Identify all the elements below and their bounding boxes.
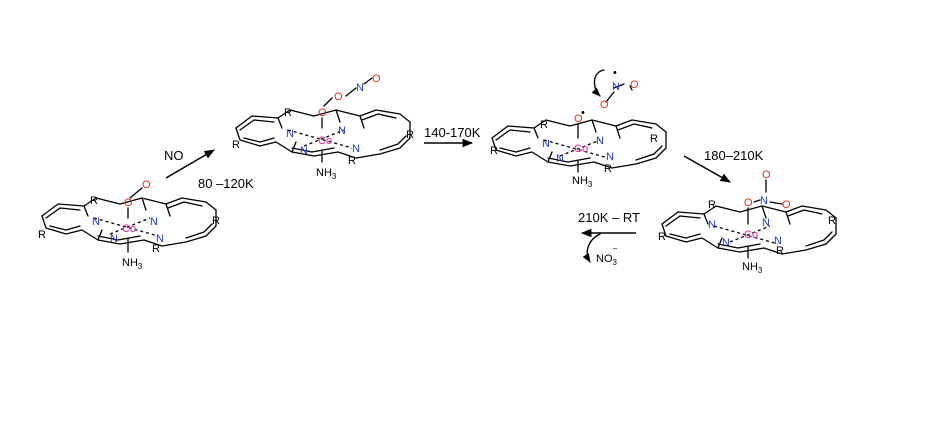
condition-label-4: 210K – RT [578, 210, 640, 225]
compound-2-co-porphyrin-oono: N N N N Co O O N O R R R R NH3 [232, 73, 414, 181]
n-atom-label: N [612, 81, 620, 93]
n-atom-label: N [542, 138, 550, 150]
nh3-ligand: NH3 [572, 175, 593, 189]
n-atom-label: N [760, 195, 768, 207]
n-atom-label: N [596, 135, 604, 147]
r-substituent: R [152, 243, 160, 255]
o-atom-label: O [318, 107, 327, 119]
o-atom-label: O [782, 199, 791, 211]
r-substituent: R [828, 215, 836, 227]
r-substituent: R [650, 133, 658, 145]
nitrate-byproduct: NO3– [596, 244, 618, 267]
r-substituent: R [604, 163, 612, 175]
radical-dot: • [581, 107, 585, 119]
n-atom-label: N [774, 235, 782, 247]
reaction-arrow-1 [165, 149, 215, 179]
n-atom-label: N [286, 128, 294, 140]
n-atom-label: N [762, 217, 770, 229]
condition-label-2: 140-170K [424, 125, 481, 140]
o-atom-label: O [142, 179, 151, 191]
n-atom-label: N [150, 216, 158, 228]
o-atom-label: O [630, 79, 639, 91]
nh3-ligand: NH3 [316, 167, 337, 181]
o-atom-label: O [744, 197, 753, 209]
byproduct-curved-arrow [582, 233, 601, 263]
compound-1-co-porphyrin-o2: N N N N Co O O R R R R NH3 [38, 179, 220, 271]
r-substituent: R [406, 129, 414, 141]
n-atom-label: N [92, 216, 100, 228]
co-atom-label: Co [574, 143, 588, 155]
co-atom-label: Co [744, 229, 758, 241]
n-atom-label: N [708, 219, 716, 231]
n-atom-label: N [722, 237, 730, 249]
no2-radical: N • O O [591, 67, 639, 111]
r-substituent: R [232, 139, 240, 151]
r-substituent: R [348, 155, 356, 167]
n-atom-label: N [300, 145, 308, 157]
o-atom-label: O [762, 169, 771, 181]
reagent-label-1: NO [164, 148, 184, 163]
r-substituent: R [776, 245, 784, 257]
n-atom-label: N [338, 125, 346, 137]
n-atom-label: N [556, 153, 564, 165]
n-atom-label: N [156, 233, 164, 245]
condition-label-1: 80 –120K [198, 176, 254, 191]
r-substituent: R [540, 119, 548, 131]
o-atom-label: O [600, 99, 609, 111]
n-atom-label: N [356, 82, 364, 94]
condition-label-3: 180–210K [704, 148, 764, 163]
compound-3-co-porphyrin-oxyl: N N N N Co O • R R R R NH3 [490, 107, 667, 189]
n-atom-label: N [352, 143, 360, 155]
co-atom-label: Co [318, 135, 332, 147]
n-atom-label: N [606, 151, 614, 163]
n-atom-label: N [110, 233, 118, 245]
nh3-ligand: NH3 [742, 261, 763, 275]
r-substituent: R [658, 231, 666, 243]
r-substituent: R [38, 229, 46, 241]
r-substituent: R [708, 199, 716, 211]
r-substituent: R [90, 195, 98, 207]
r-substituent: R [490, 145, 498, 157]
compound-4-co-porphyrin-nitrate: N N N N Co O N O O R R R R NH3 [658, 169, 837, 275]
o-atom-label: O [574, 113, 583, 125]
r-substituent: R [284, 107, 292, 119]
co-atom-label: Co [122, 223, 136, 235]
r-substituent: R [212, 215, 220, 227]
o-atom-label: O [372, 73, 381, 85]
o-atom-label: O [124, 197, 133, 209]
o-atom-label: O [334, 91, 343, 103]
reaction-arrow-3 [683, 155, 731, 183]
radical-dot: • [613, 67, 617, 79]
nh3-ligand: NH3 [122, 257, 143, 271]
